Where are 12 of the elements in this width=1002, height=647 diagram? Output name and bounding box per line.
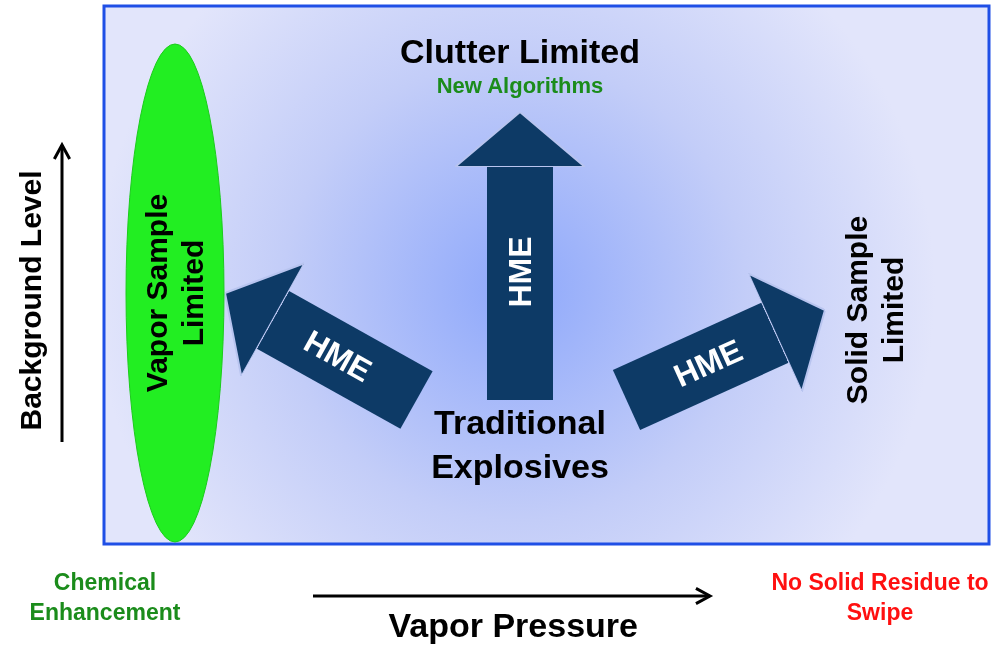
node-title: Clutter Limited (400, 32, 640, 71)
axis-label: No Solid Residue to Swipe (770, 568, 990, 627)
edge-label: HME (502, 235, 538, 310)
edge-label: HME (296, 321, 379, 391)
node-label: Solid Sample Limited (825, 170, 925, 450)
node-label: Traditional Explosives (390, 400, 650, 492)
axis-label: Background Level (12, 169, 48, 431)
axis-label: Vapor Pressure (388, 605, 638, 646)
node-label: Vapor Sample Limited (139, 192, 210, 395)
edge-label: HME (667, 330, 749, 397)
node-subtitle: New Algorithms (436, 73, 604, 99)
axis-label: Chemical Enhancement (28, 568, 182, 627)
